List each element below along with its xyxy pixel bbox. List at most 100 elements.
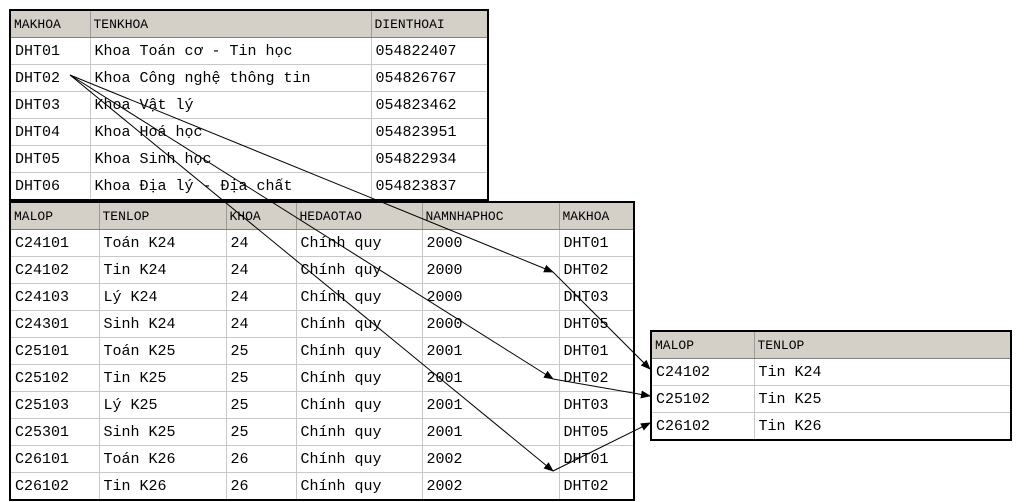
result-header-row: MALOP TENLOP [651, 331, 1011, 359]
cell: 26 [226, 472, 297, 500]
cell: C25103 [10, 391, 100, 419]
cell: Tin K24 [99, 256, 227, 284]
cell: Toán K26 [99, 445, 227, 473]
khoa-col-dienthoai[interactable]: DIENTHOAI [371, 10, 488, 38]
cell: Khoa Địa lý - Địa chất [90, 172, 372, 200]
cell: Khoa Sinh học [90, 145, 372, 173]
cell: 054822934 [371, 145, 488, 173]
lop-col-khoa[interactable]: KHOA [226, 202, 297, 230]
cell: DHT02 [563, 477, 609, 495]
cell: C25301 [10, 418, 100, 446]
cell: Chính quy [296, 418, 423, 446]
cell: C25102 [10, 364, 100, 392]
result-col-tenlop[interactable]: TENLOP [754, 331, 1011, 359]
cell: 25 [226, 364, 297, 392]
cell: DHT01 [559, 337, 634, 365]
cell: C24102 [651, 358, 755, 386]
cell: Lý K25 [99, 391, 227, 419]
cell: 2002 [422, 445, 560, 473]
cell: 26 [226, 445, 297, 473]
cell: 2002 [422, 472, 560, 500]
cell: 2000 [422, 310, 560, 338]
cell: Chính quy [296, 283, 423, 311]
khoa-col-tenkhoa[interactable]: TENKHOA [90, 10, 372, 38]
cell: DHT03 [559, 283, 634, 311]
cell: 2001 [422, 337, 560, 365]
lop-col-hedaotao[interactable]: HEDAOTAO [296, 202, 423, 230]
cell: 25 [226, 337, 297, 365]
lop-col-namnhaphoc[interactable]: NAMNHAPHOC [422, 202, 560, 230]
cell: 054823951 [371, 118, 488, 146]
lop-col-makhoa[interactable]: MAKHOA [559, 202, 634, 230]
cell: Tin K26 [99, 472, 227, 500]
cell: Tin K24 [754, 358, 1011, 386]
cell: 054823462 [371, 91, 488, 119]
cell: Khoa Vật lý [90, 91, 372, 119]
lop-header-row: MALOP TENLOP KHOA HEDAOTAO NAMNHAPHOC MA… [10, 202, 634, 230]
khoa-header-row: MAKHOA TENKHOA DIENTHOAI [10, 10, 488, 38]
khoa-col-makhoa[interactable]: MAKHOA [10, 10, 91, 38]
cell: DHT05 [559, 310, 634, 338]
cell: Tin K25 [99, 364, 227, 392]
cell: 2001 [422, 391, 560, 419]
cell: DHT01 [559, 445, 634, 473]
cell: 24 [226, 229, 297, 257]
cell: DHT01 [10, 37, 91, 65]
cell: 054826767 [371, 64, 488, 92]
cell: 2000 [422, 283, 560, 311]
cell: 25 [226, 391, 297, 419]
lop-col-tenlop[interactable]: TENLOP [99, 202, 227, 230]
cell: 2000 [422, 256, 560, 284]
cell: Chính quy [296, 256, 423, 284]
cell: 054823837 [375, 177, 457, 195]
cell: Sinh K24 [99, 310, 227, 338]
cell: Khoa Hoá học [90, 118, 372, 146]
cell: 24 [226, 283, 297, 311]
cell: 24 [226, 256, 297, 284]
cell: C25102 [651, 385, 755, 413]
cell: Chính quy [296, 445, 423, 473]
cell: DHT03 [559, 391, 634, 419]
cell: Chính quy [296, 229, 423, 257]
cell: DHT05 [559, 418, 634, 446]
cell: 2001 [422, 364, 560, 392]
result-col-malop[interactable]: MALOP [651, 331, 755, 359]
cell: Lý K24 [99, 283, 227, 311]
cell: C24301 [10, 310, 100, 338]
cell: 054822407 [371, 37, 488, 65]
cell: 2000 [422, 229, 560, 257]
cell: DHT01 [559, 229, 634, 257]
cell: Toán K25 [99, 337, 227, 365]
cell: C26101 [10, 445, 100, 473]
cell: Chính quy [296, 364, 423, 392]
cell: C26102 [651, 412, 755, 440]
cell: Khoa Công nghệ thông tin [90, 64, 372, 92]
cell: C26102 [10, 472, 100, 500]
cell: 2001 [422, 418, 560, 446]
cell: Toán K24 [99, 229, 227, 257]
lop-col-malop[interactable]: MALOP [10, 202, 100, 230]
cell: Khoa Toán cơ - Tin học [90, 37, 372, 65]
cell: C24103 [10, 283, 100, 311]
